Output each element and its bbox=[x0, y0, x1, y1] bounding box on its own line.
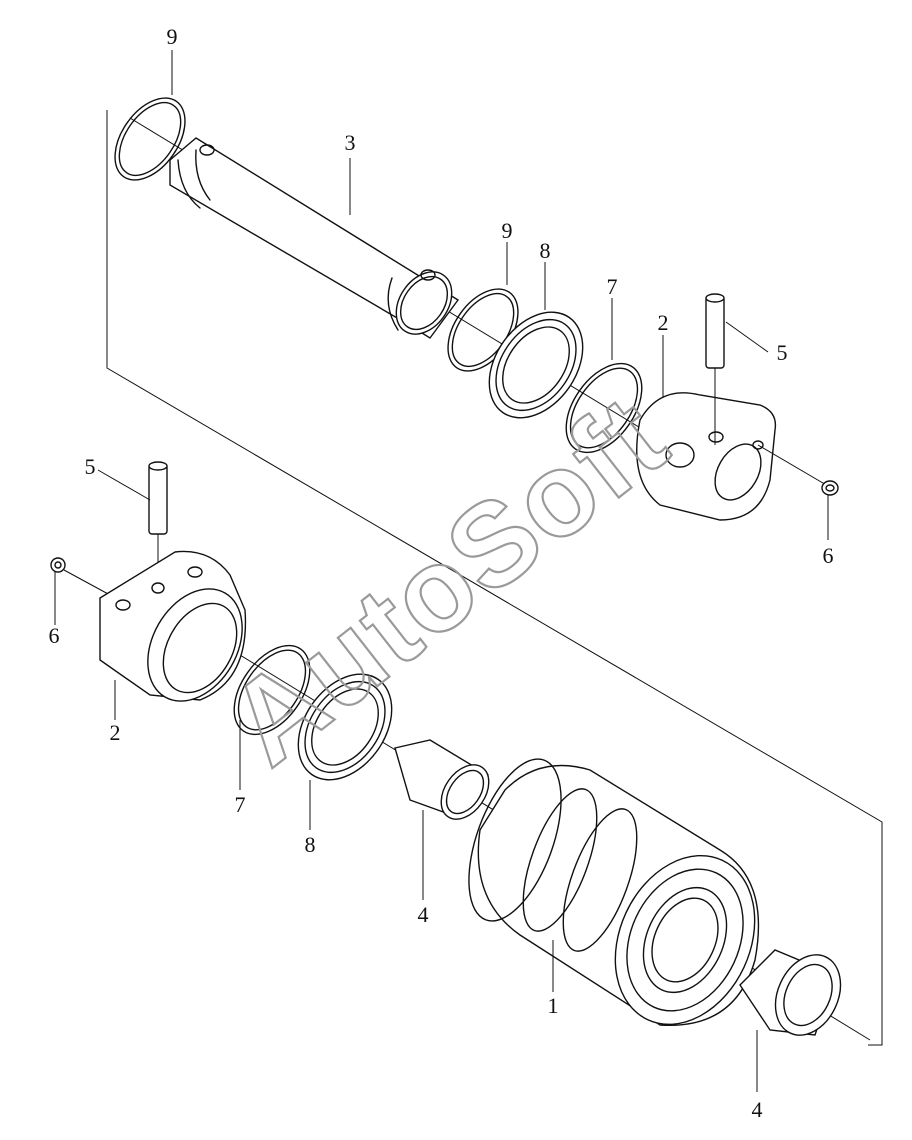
pin-5-upper bbox=[705, 293, 725, 445]
plug-6-right bbox=[757, 444, 839, 496]
assembly-outline bbox=[106, 110, 883, 1046]
callout-8-lower: 8 bbox=[305, 832, 316, 857]
callout-1: 1 bbox=[548, 993, 559, 1018]
oring-7-lower bbox=[233, 644, 311, 736]
callout-5-lower: 5 bbox=[85, 454, 96, 479]
callout-9-middle: 9 bbox=[502, 218, 513, 243]
callout-9-top: 9 bbox=[167, 24, 178, 49]
callout-2-upper: 2 bbox=[658, 310, 669, 335]
roller-body-1 bbox=[468, 758, 760, 1027]
bushing-4-middle bbox=[394, 739, 490, 820]
callout-7-lower: 7 bbox=[235, 792, 246, 817]
callout-3: 3 bbox=[345, 130, 356, 155]
plug-6-left bbox=[50, 557, 111, 596]
callout-8-upper: 8 bbox=[540, 238, 551, 263]
collar-2-lower bbox=[99, 550, 247, 702]
floating-seal-8-lower bbox=[297, 673, 393, 781]
callout-4-lower: 4 bbox=[752, 1097, 763, 1122]
callout-7-upper: 7 bbox=[607, 274, 618, 299]
bushing-4-right bbox=[739, 949, 842, 1036]
callout-4-middle: 4 bbox=[418, 902, 429, 927]
leader-5b bbox=[97, 469, 151, 501]
floating-seal-8-upper bbox=[488, 311, 584, 419]
callout-6-left: 6 bbox=[49, 623, 60, 648]
oring-7-upper bbox=[565, 362, 643, 454]
callout-5-upper: 5 bbox=[777, 340, 788, 365]
shaft-3 bbox=[169, 137, 460, 339]
watermark-text: AutoSoft bbox=[205, 370, 691, 790]
collar-2-upper bbox=[636, 392, 777, 521]
callout-2-lower: 2 bbox=[110, 720, 121, 745]
leader-5a bbox=[725, 321, 769, 353]
oring-9-left bbox=[114, 97, 186, 181]
callout-6-right: 6 bbox=[823, 543, 834, 568]
